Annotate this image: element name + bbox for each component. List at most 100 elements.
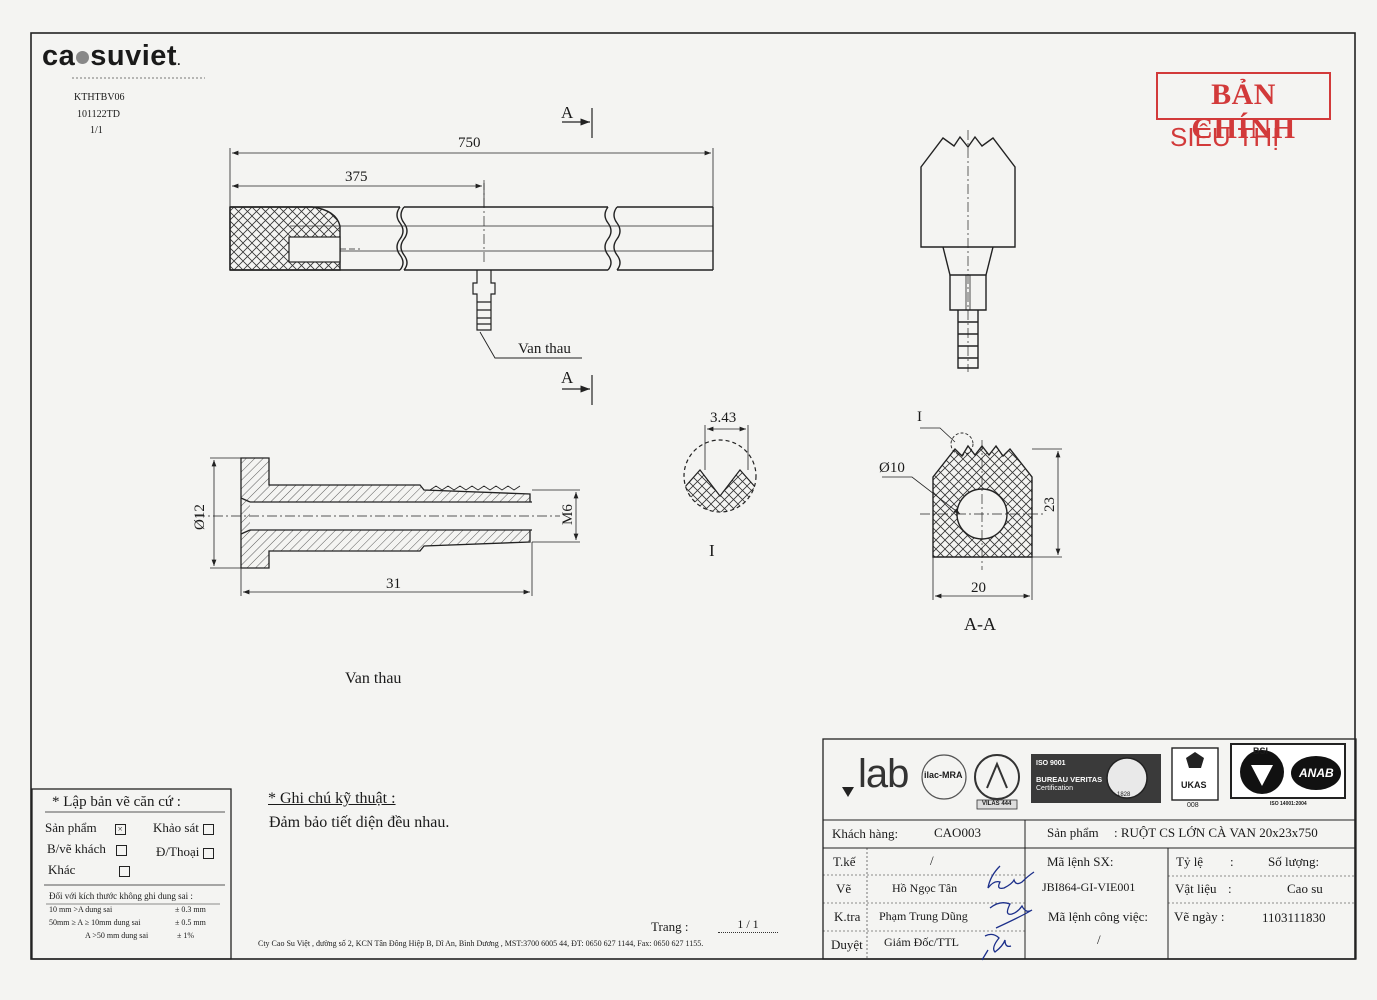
approved-label: Duyệt (831, 937, 863, 952)
tolerance-row-2-value: ± 0.5 mm (175, 918, 206, 927)
material-colon: : (1228, 881, 1232, 896)
dim-31: 31 (386, 576, 401, 592)
tolerance-row-3-value: ± 1% (177, 931, 195, 940)
vilas-logo-text: VILAS 444 (982, 801, 1012, 807)
designer-label: T.kế (833, 854, 856, 869)
section-mark-top: A (561, 103, 574, 122)
material-label: Vật liệu (1175, 881, 1217, 896)
doc-page: 1/1 (90, 125, 103, 136)
drawn-value: Hồ Ngọc Tân (892, 881, 958, 895)
dim-d12: Ø12 (192, 504, 208, 530)
company-address: Cty Cao Su Việt , đường số 2, KCN Tân Đô… (258, 939, 704, 948)
bv-year-text: 1828 (1117, 792, 1131, 798)
section-caption: A-A (964, 614, 996, 634)
stamp-main-text: BẢN CHÍNH (1191, 78, 1296, 145)
valve-detail (195, 457, 560, 569)
work-order-label: Mã lệnh công việc: (1048, 909, 1148, 924)
product-label: Sản phẩm (1047, 825, 1099, 840)
work-order-value: / (1097, 932, 1101, 947)
title-block-frame (822, 738, 1357, 960)
ukas-number: 008 (1187, 802, 1199, 809)
logo-dot-icon (76, 50, 90, 64)
original-stamp: BẢN CHÍNH (1156, 72, 1331, 145)
signatures (981, 865, 1035, 961)
anab-text: ANAB (1299, 766, 1334, 780)
tolerance-row-1-label: 10 mm >A dung sai (49, 905, 113, 914)
designer-value: / (930, 853, 934, 868)
section-aa (920, 432, 1045, 570)
production-order-value: JBI864-GI-VIE001 (1042, 880, 1136, 894)
ilac-logo-text: ilac-MRA (924, 770, 963, 780)
iso14001-text: ISO 14001:2004 (1270, 801, 1307, 807)
dim-d10: Ø10 (879, 460, 905, 476)
tube-elevation (229, 180, 714, 271)
page-value: 1 / 1 (718, 917, 778, 933)
tolerance-title: Đối với kích thước không ghi dung sai : (49, 891, 193, 901)
valve-leader (479, 331, 582, 359)
material-value: Cao su (1287, 881, 1323, 896)
dim-lines-section (882, 427, 1062, 600)
tolerance-row-2-label: 50mm ≥ A ≥ 10mm dung sai (49, 918, 141, 927)
basis-box-frame (31, 788, 232, 960)
cert-logos (842, 743, 1346, 810)
dthoai-checkbox[interactable] (203, 847, 215, 859)
tube-end-view (920, 130, 1016, 372)
page-label: Trang : (651, 919, 689, 934)
basis-khaosat: Khảo sát (153, 820, 214, 836)
sheet-border (30, 32, 1356, 960)
vilas-icon (974, 754, 1020, 800)
valve-caption: Van thau (345, 670, 402, 687)
tolerance-row-3-label: A >50 mm dung sai (85, 931, 149, 940)
dim-20: 20 (971, 580, 986, 596)
khac-checkbox[interactable] (119, 865, 131, 877)
bvekhach-checkbox[interactable] (115, 844, 127, 856)
dim-m6: M6 (560, 504, 576, 525)
detail-i (683, 425, 757, 513)
notes-title: * Ghi chú kỹ thuật : (268, 790, 396, 807)
detail-label: I (709, 541, 715, 560)
drawn-date-label: Vẽ ngày : (1174, 909, 1225, 924)
dim-750: 750 (458, 135, 481, 151)
sanpham-checkbox[interactable]: × (114, 823, 126, 835)
quantity-label: Số lượng: (1268, 854, 1320, 869)
dim-375: 375 (345, 169, 368, 185)
ilac-icon (921, 754, 967, 800)
ukas-text: UKAS (1181, 780, 1207, 790)
detail-callout: I (917, 409, 922, 425)
customer-label: Khách hàng: (832, 826, 899, 841)
section-mark-bottom: A (561, 368, 574, 387)
stamp-sub-text: SIÊU THỊ (1170, 122, 1280, 152)
scale-label: Tỷ lệ (1176, 854, 1204, 869)
khaosat-checkbox[interactable] (202, 823, 214, 835)
basis-dthoai: Đ/Thoại (156, 844, 215, 860)
checked-label: K.tra (834, 909, 861, 924)
bsi-text: BSI (1253, 746, 1269, 756)
section-markers (562, 108, 593, 405)
drawn-date-value: 1103111830 (1262, 910, 1326, 925)
lab-logo-text: lab (858, 752, 909, 796)
valve-elevation (472, 270, 496, 331)
dim-343: 3.43 (710, 410, 737, 426)
tolerance-row-1-value: ± 0.3 mm (175, 905, 206, 914)
bv-text: BUREAU VERITAS (1036, 775, 1103, 784)
doc-number: 101122TD (77, 109, 120, 120)
customer-value: CAO003 (934, 825, 981, 840)
lab-triangle-icon (842, 787, 854, 797)
valve-label: Van thau (518, 341, 571, 357)
product-value: : RUỘT CS LỚN CÀ VAN 20x23x750 (1114, 825, 1318, 840)
production-order-label: Mã lệnh SX: (1047, 854, 1114, 869)
dim-lines-valve (210, 457, 580, 596)
basis-khac: Khác (48, 862, 131, 878)
basis-title: * Lập bản vẽ căn cứ : (52, 794, 181, 810)
dim-lines-top (229, 148, 714, 207)
basis-sanpham: Sản phẩm× (45, 820, 126, 836)
notes-text: Đảm bảo tiết diện đều nhau. (269, 814, 450, 831)
doc-code: KTHTBV06 (74, 92, 125, 103)
checked-value: Phạm Trung Dũng (879, 909, 968, 923)
drawn-label: Vẽ (836, 881, 852, 896)
basis-bvekhach: B/vẽ khách (47, 841, 127, 857)
approved-value: Giám Đốc/TTL (884, 935, 959, 949)
bv-cert-text: Certification (1036, 785, 1073, 792)
